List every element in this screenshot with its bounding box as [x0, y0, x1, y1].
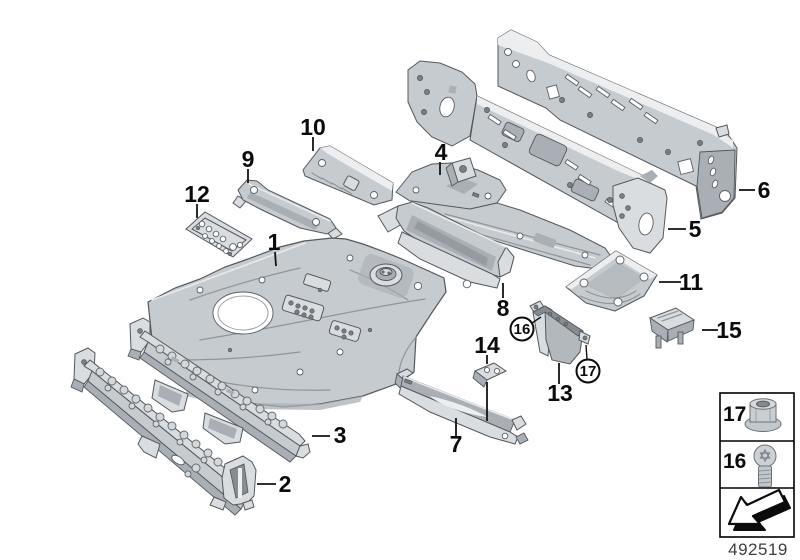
- legend-ref-17[interactable]: 17: [723, 403, 746, 426]
- legend-row-screw[interactable]: 16: [723, 444, 777, 488]
- callout-13[interactable]: 13: [547, 380, 573, 406]
- callout-12[interactable]: 12: [184, 181, 210, 207]
- part-15-saddle-bracket: [648, 307, 696, 349]
- callout-1[interactable]: 1: [268, 229, 281, 255]
- part-9-support-rail: [232, 179, 343, 240]
- circled-callout-17[interactable]: 17: [575, 358, 601, 384]
- legend-row-nut[interactable]: 17: [723, 398, 782, 432]
- callout-6[interactable]: 6: [758, 177, 771, 203]
- callout-3[interactable]: 3: [334, 422, 347, 448]
- part-6-rear-wall-outer-panel: [497, 29, 738, 220]
- part-14-flat-bracket: [472, 362, 508, 388]
- circled-callout-16-label[interactable]: 16: [514, 321, 531, 338]
- part-10-support-plate: [302, 145, 394, 206]
- part-12-perforated-plate: [185, 211, 253, 258]
- part-3-rear-cross-member: [127, 317, 311, 463]
- callout-9[interactable]: 9: [242, 146, 255, 172]
- part-8-sill-channel: [377, 192, 515, 289]
- callout-15[interactable]: 15: [716, 317, 742, 343]
- callout-7[interactable]: 7: [450, 431, 463, 457]
- direction-arrow-icon: [727, 488, 791, 531]
- callout-2[interactable]: 2: [279, 471, 292, 497]
- callout-4[interactable]: 4: [435, 139, 448, 165]
- circled-callout-17-label[interactable]: 17: [580, 363, 597, 380]
- callout-leader-lines: [196, 137, 755, 485]
- callout-10[interactable]: 10: [300, 114, 326, 140]
- part-2-front-cross-member: [70, 347, 257, 516]
- part-3-mount-bracket: [202, 412, 244, 445]
- fastener-legend: 17 16: [719, 392, 795, 538]
- callout-labels: 1 2 3 4 5 6 7 8 9 10 11 12 13 14 15: [184, 114, 770, 497]
- part-1-rear-floor-panel: [147, 237, 447, 410]
- part-5-rear-wall-inner-panel: [407, 60, 668, 254]
- torx-screw-icon: [753, 444, 777, 488]
- part-11-cover-plate: [565, 250, 658, 312]
- diagram-number: 492519: [728, 540, 788, 559]
- legend-ref-16[interactable]: 16: [723, 450, 746, 473]
- flange-nut-icon: [744, 398, 782, 432]
- callout-14[interactable]: 14: [474, 332, 500, 358]
- callout-8[interactable]: 8: [497, 295, 510, 321]
- part-13-mounting-bracket: [529, 300, 591, 365]
- part-3-mount-bracket: [151, 379, 189, 413]
- callout-5[interactable]: 5: [689, 216, 702, 242]
- circled-callout-16[interactable]: 16: [509, 316, 535, 342]
- callout-11[interactable]: 11: [679, 269, 704, 295]
